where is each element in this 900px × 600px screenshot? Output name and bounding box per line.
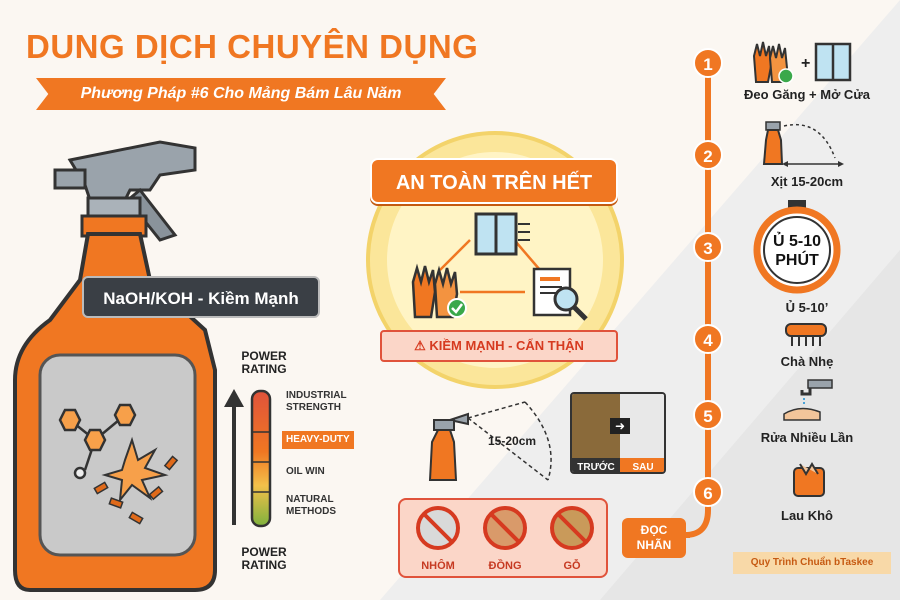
step-4-number: 4: [693, 324, 723, 354]
no-aluminum-icon: [416, 506, 460, 550]
before-after-panel: ➜ TRƯỚC SAU: [570, 392, 666, 474]
timer-text: Ủ 5-10 PHÚT: [772, 233, 822, 269]
power-level-oil-win: OIL WIN: [286, 466, 325, 477]
spray-distance-label: 15-20cm: [488, 434, 537, 448]
steps-timeline: [684, 60, 711, 538]
spray-distance-diagram: [428, 401, 552, 481]
material-copper: ĐỒNG: [488, 560, 522, 572]
power-rating-bottom-title: POWER RATING: [241, 545, 287, 572]
window-icon: [474, 212, 530, 256]
step-1-number: 1: [693, 48, 723, 78]
chemical-label: NaOH/KOH - Kiềm Mạnh: [82, 276, 320, 318]
materials-icons: [416, 506, 594, 550]
step-6-label: Lau Khô: [781, 508, 833, 523]
timeline-connector: [685, 532, 690, 538]
power-level-industrial: INDUSTRIAL STRENGTH: [286, 390, 347, 413]
power-level-natural: NATURAL METHODS: [286, 494, 336, 517]
step-2-number: 2: [693, 140, 723, 170]
step-3-number: 3: [693, 232, 723, 262]
material-wood: GỖ: [563, 560, 581, 572]
spray-bottle-icon: [13, 140, 217, 592]
cloth-icon: [793, 462, 825, 497]
after-label: SAU: [632, 462, 654, 473]
faucet-icon: [783, 379, 833, 421]
step-3-label: Ủ 5-10’: [785, 300, 829, 315]
read-label-tag: ĐỌC NHÃN: [622, 518, 686, 558]
footer-tag: Quy Trình Chuẩn bTaskee: [733, 552, 891, 574]
gloves-icon: [411, 263, 467, 319]
warning-triangle-icon: ⚠: [414, 338, 426, 353]
power-level-heavy-duty: HEAVY-DUTY: [282, 431, 354, 449]
step-4-label: Chà Nhẹ: [780, 354, 834, 369]
step-6-number: 6: [693, 477, 723, 507]
safety-title: AN TOÀN TRÊN HẾT: [370, 158, 618, 204]
brush-icon: [785, 323, 827, 346]
no-copper-icon: [483, 506, 527, 550]
spray-icon: [762, 121, 844, 167]
gloves-window-icon: +: [752, 41, 852, 84]
svg-text:+: +: [801, 55, 810, 72]
power-rating-top-title: POWER RATING: [241, 349, 287, 376]
arrow-right-icon: ➜: [610, 418, 630, 434]
before-label: TRƯỚC: [577, 462, 615, 473]
warning-box: ⚠ KIỀM MẠNH - CẨN THẬN: [380, 330, 618, 362]
page-title: DUNG DỊCH CHUYÊN DỤNG: [26, 28, 479, 65]
material-aluminum: NHÔM: [421, 560, 455, 572]
no-wood-icon: [550, 506, 594, 550]
step-5-number: 5: [693, 400, 723, 430]
step-5-label: Rửa Nhiều Lần: [760, 430, 854, 445]
warning-text: KIỀM MẠNH - CẨN THẬN: [429, 338, 584, 353]
step-1-label: Đeo Găng + Mở Cửa: [744, 87, 870, 102]
subtitle-banner: Phương Pháp #6 Cho Mảng Bám Lâu Năm: [36, 78, 446, 110]
document-search-icon: [532, 267, 588, 321]
timer-icon: [753, 200, 841, 294]
power-rating-gauge: [224, 389, 272, 528]
step-2-label: Xịt 15-20cm: [770, 174, 844, 189]
